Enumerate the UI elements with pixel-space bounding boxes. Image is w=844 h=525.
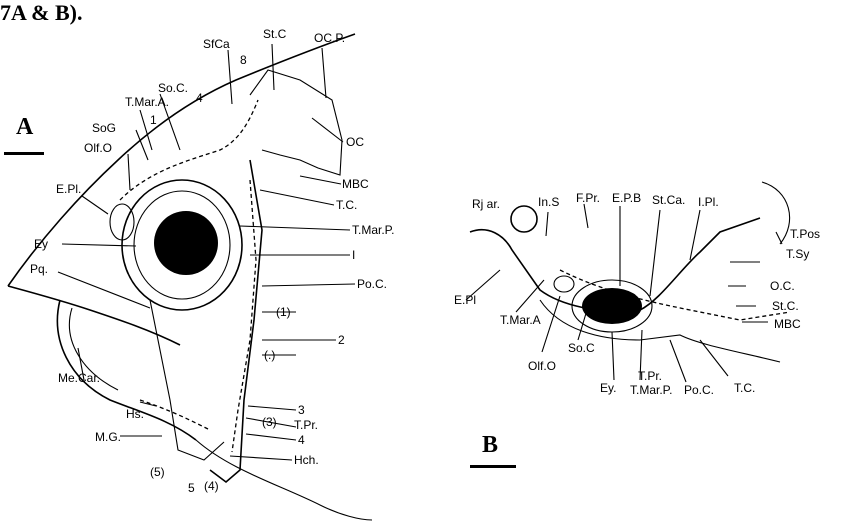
a-occipital-outline <box>250 70 342 175</box>
a-label-i: I <box>352 248 355 262</box>
b-label-tc: T.C. <box>734 381 755 395</box>
b-label-ey: Ey. <box>600 381 616 395</box>
a-label-soc: So.C. <box>158 81 188 95</box>
a-label-sog: SoG <box>92 121 116 135</box>
b-label-tpos: T.Pos <box>790 227 820 241</box>
b-label-tsy: T.Sy <box>786 247 809 261</box>
b-label-soc: So.C <box>568 341 595 355</box>
b-label-poc: Po.C. <box>684 383 714 397</box>
b-label-rjar: Rj ar. <box>472 197 500 211</box>
a-label-hs: Hs. <box>126 407 144 421</box>
a-label-mecar: Me.Car. <box>58 371 100 385</box>
b-label-epb: E.P.B <box>612 191 641 205</box>
a-label-oc: OC <box>346 135 364 149</box>
b-posterior-hump <box>762 182 790 244</box>
b-label-tmarp: T.Mar.P. <box>630 383 672 397</box>
a-label-mbc: MBC <box>342 177 369 191</box>
b-olfactory-organ <box>554 276 574 292</box>
figure-a-drawing <box>8 34 372 520</box>
a-label-tmarp: T.Mar.P. <box>352 223 394 237</box>
b-label-olfo: Olf.O <box>528 359 556 373</box>
a-label-4b: 4 <box>298 433 305 447</box>
a-label-sfca: SfCa <box>203 37 230 51</box>
a-label-ey: Ey <box>34 237 48 251</box>
b-label-ins: In.S <box>538 195 559 209</box>
a-label-3: 3 <box>298 403 305 417</box>
a-label-tmara: T.Mar.A. <box>125 95 169 109</box>
a-label-tpr: T.Pr. <box>294 418 318 432</box>
a-label-1: 1 <box>150 113 157 127</box>
a-label-8: 8 <box>240 53 247 67</box>
a-label-2: 2 <box>338 333 345 347</box>
a-label-p1: (1) <box>276 305 291 319</box>
b-label-stc: St.C. <box>772 299 799 313</box>
a-supraorbital-canal <box>120 100 258 200</box>
a-label-p3: (3) <box>262 415 277 429</box>
b-label-epl: E.Pl <box>454 293 476 307</box>
a-label-p4: (4) <box>204 479 219 493</box>
a-label-p5: (5) <box>150 465 165 479</box>
b-label-stca: St.Ca. <box>652 193 685 207</box>
a-label-tc: T.C. <box>336 198 357 212</box>
a-eye-lens <box>154 211 218 275</box>
a-label-poc: Po.C. <box>357 277 387 291</box>
a-label-4: 4 <box>196 91 203 105</box>
b-label-fpr: F.Pr. <box>576 191 600 205</box>
b-label-oc: O.C. <box>770 279 795 293</box>
b-label-tpr: T.Pr. <box>638 369 662 383</box>
a-label-mg: M.G. <box>95 430 121 444</box>
a-label-olfo: Olf.O <box>84 141 112 155</box>
b-eye-lens <box>582 288 642 324</box>
b-label-mbc: MBC <box>774 317 801 331</box>
a-label-pq: Pq. <box>30 262 48 276</box>
a-label-hch: Hch. <box>294 453 319 467</box>
a-upper-jaw <box>8 286 180 345</box>
figure-b-drawing <box>466 182 790 382</box>
a-label-epl: E.Pl. <box>56 182 81 196</box>
a-label-stc: St.C <box>263 27 287 41</box>
a-label-ocp: OC.P. <box>314 31 345 45</box>
a-label-5: 5 <box>188 481 195 495</box>
a-label-p2: (.) <box>264 348 275 362</box>
b-label-ipl: I.Pl. <box>698 195 719 209</box>
b-label-tmara: T.Mar.A <box>500 313 541 327</box>
b-rostral-ring <box>511 206 537 232</box>
